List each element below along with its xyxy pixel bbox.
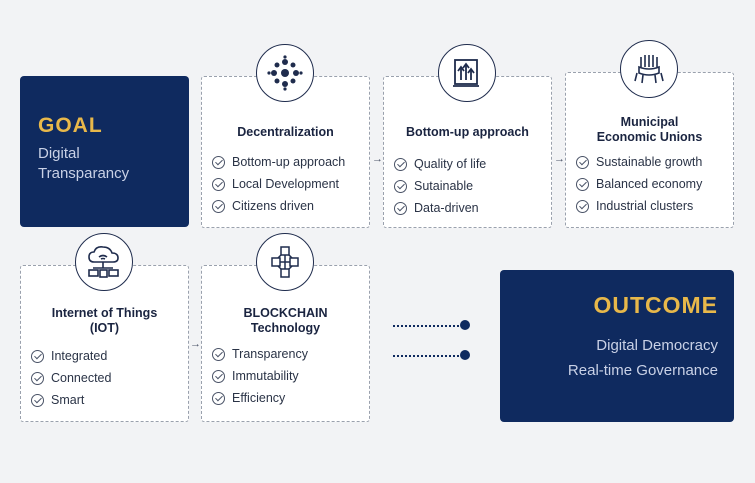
bottom-up-list: Quality of life Sutainable Data-driven [394, 153, 486, 219]
arrow-right-icon: → [554, 153, 565, 165]
blockchain-list: Transparency Immutability Efficiency [212, 343, 308, 409]
connector-line [393, 355, 463, 357]
arrow-right-icon: → [190, 338, 201, 350]
iot-list: Integrated Connected Smart [31, 345, 111, 411]
connector-dot [460, 350, 470, 360]
goal-box: GOAL Digital Transparancy [20, 76, 189, 227]
check-circle-icon [31, 393, 44, 407]
check-circle-icon [576, 155, 589, 169]
check-circle-icon [212, 391, 225, 405]
blockchain-cubes-icon [256, 233, 314, 291]
check-circle-icon [212, 155, 225, 169]
list-item: Sustainable growth [576, 151, 702, 173]
check-circle-icon [31, 371, 44, 385]
list-item: Transparency [212, 343, 308, 365]
card-title: Decentralization [237, 125, 334, 139]
list-item: Industrial clusters [576, 195, 702, 217]
card-title: Internet of Things(IOT) [51, 306, 158, 335]
growth-chart-icon [438, 44, 496, 102]
list-item: Connected [31, 367, 111, 389]
hands-union-icon [620, 40, 678, 98]
check-circle-icon [212, 177, 225, 191]
list-item: Integrated [31, 345, 111, 367]
check-circle-icon [212, 369, 225, 383]
decentralization-list: Bottom-up approach Local Development Cit… [212, 151, 345, 217]
check-circle-icon [394, 201, 407, 215]
network-dots-icon [256, 44, 314, 102]
arrow-right-icon: → [372, 153, 383, 165]
iot-card: Internet of Things(IOT) Integrated Conne… [20, 265, 189, 422]
connector-line [393, 325, 463, 327]
list-item: Smart [31, 389, 111, 411]
goal-subtitle: Digital Transparancy [38, 145, 130, 182]
outcome-heading: OUTCOME [593, 292, 718, 318]
list-item: Local Development [212, 173, 345, 195]
goal-heading: GOAL [38, 114, 103, 137]
list-item: Immutability [212, 365, 308, 387]
check-circle-icon [576, 199, 589, 213]
card-title: Bottom-up approach [406, 125, 529, 139]
list-item: Data-driven [394, 197, 486, 219]
list-item: Bottom-up approach [212, 151, 345, 173]
check-circle-icon [394, 157, 407, 171]
list-item: Balanced economy [576, 173, 702, 195]
outcome-line-2: Real-time Governance [567, 362, 718, 379]
list-item: Sutainable [394, 175, 486, 197]
outcome-line-1: Digital Democracy [596, 337, 718, 354]
connector-dot [460, 320, 470, 330]
check-circle-icon [212, 199, 225, 213]
check-circle-icon [31, 349, 44, 363]
list-item: Quality of life [394, 153, 486, 175]
check-circle-icon [394, 179, 407, 193]
list-item: Citizens driven [212, 195, 345, 217]
check-circle-icon [212, 347, 225, 361]
check-circle-icon [576, 177, 589, 191]
outcome-box: OUTCOME Digital Democracy Real-time Gove… [500, 270, 734, 422]
cloud-devices-icon [75, 233, 133, 291]
municipal-list: Sustainable growth Balanced economy Indu… [576, 151, 702, 217]
list-item: Efficiency [212, 387, 308, 409]
